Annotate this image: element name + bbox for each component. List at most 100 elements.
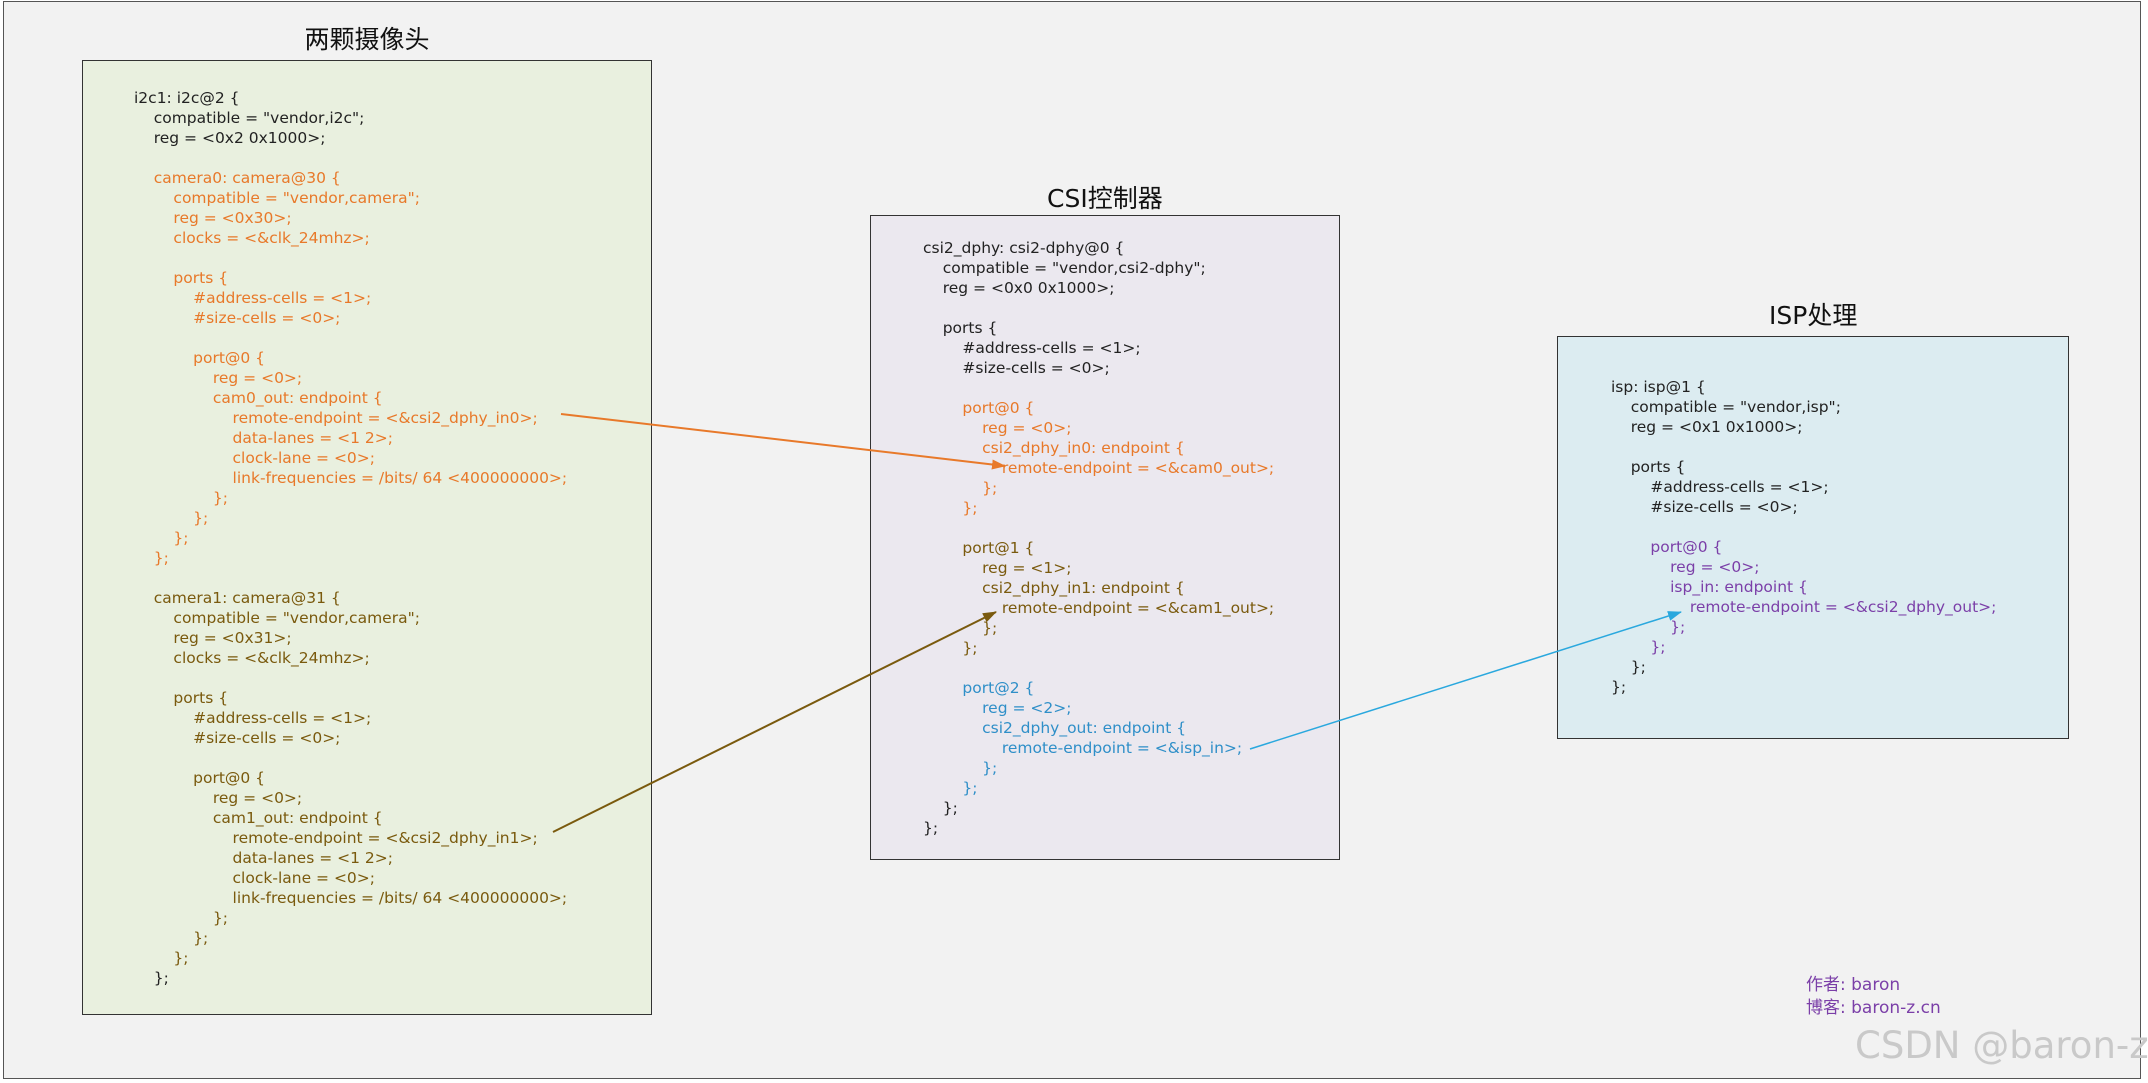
csi-code-line: port@1 { [923,539,1035,557]
isp-code-line [1611,437,1996,457]
csi-panel: csi2_dphy: csi2-dphy@0 { compatible = "v… [870,215,1340,860]
csi-code-line: }; [923,499,978,517]
csi-code-line: ports { [923,319,998,337]
csi-code-line: compatible = "vendor,csi2-dphy"; [923,259,1206,277]
camera-code-line: }; [134,929,209,947]
camera-code-line: reg = <0x30>; [134,209,292,227]
csi-code-line: csi2_dphy_in0: endpoint { [923,439,1185,457]
camera-code-line: remote-endpoint = <&csi2_dphy_in1>; [134,829,538,847]
csi-code-line: }; [923,819,939,837]
isp-code-line: reg = <0>; [1611,558,1760,576]
isp-panel-title: ISP处理 [1769,301,1858,330]
csi-code-line: port@0 { [923,399,1035,417]
camera-code-line: reg = <0x31>; [134,629,292,647]
camera-code-line: reg = <0x2 0x1000>; [134,129,326,147]
camera-code-line: #address-cells = <1>; [134,289,372,307]
camera-code-line: ports { [134,689,229,707]
csi-code-line [923,518,1274,538]
camera-code-line [134,248,567,268]
isp-code-line: }; [1611,618,1686,636]
isp-code-line: }; [1611,658,1646,676]
csi-code-line [923,378,1274,398]
csi-code-line [923,658,1274,678]
csi-code-line: }; [923,779,978,797]
camera-code-line [134,568,567,588]
camera-code-line: }; [134,909,228,927]
camera-code-line: }; [134,949,189,967]
csi-code-line: #address-cells = <1>; [923,339,1141,357]
camera-code-line: clocks = <&clk_24mhz>; [134,229,370,247]
csi-code-line: }; [923,639,978,657]
csi-code-line: }; [923,759,998,777]
camera-code-line: data-lanes = <1 2>; [134,849,393,867]
camera-code-line: }; [134,969,169,987]
csi-code-line: csi2_dphy: csi2-dphy@0 { [923,239,1125,257]
camera-code-line: camera1: camera@31 { [134,589,341,607]
csi-code-line: #size-cells = <0>; [923,359,1110,377]
csi-code-line: }; [923,799,958,817]
isp-code-line: compatible = "vendor,isp"; [1611,398,1841,416]
isp-code-line: }; [1611,678,1627,696]
camera-panel: i2c1: i2c@2 { compatible = "vendor,i2c";… [82,60,652,1015]
isp-code-line: port@0 { [1611,538,1723,556]
camera-code-line: link-frequencies = /bits/ 64 <400000000>… [134,469,568,487]
camera-code-line: }; [134,509,209,527]
camera-code-line: #size-cells = <0>; [134,729,341,747]
camera-code-line: }; [134,529,189,547]
camera-code-line: reg = <0>; [134,369,303,387]
isp-code-line [1611,517,1996,537]
csi-code-line: remote-endpoint = <&isp_in>; [923,739,1243,757]
camera-code-line: clock-lane = <0>; [134,449,376,467]
camera-code-line: port@0 { [134,349,266,367]
camera-code-block: i2c1: i2c@2 { compatible = "vendor,i2c";… [134,88,567,988]
csi-code-line: port@2 { [923,679,1035,697]
csi-code-line: csi2_dphy_out: endpoint { [923,719,1187,737]
camera-code-line: cam0_out: endpoint { [134,389,383,407]
camera-panel-title: 两颗摄像头 [304,25,430,54]
camera-code-line: compatible = "vendor,camera"; [134,609,420,627]
camera-code-line [134,148,567,168]
isp-code-line: isp_in: endpoint { [1611,578,1808,596]
csi-code-line: remote-endpoint = <&cam0_out>; [923,459,1275,477]
isp-code-line: #address-cells = <1>; [1611,478,1829,496]
camera-code-line: reg = <0>; [134,789,303,807]
isp-code-line: }; [1611,638,1666,656]
camera-code-line: port@0 { [134,769,266,787]
camera-code-line: }; [134,549,169,567]
camera-code-line: camera0: camera@30 { [134,169,341,187]
csi-code-line: csi2_dphy_in1: endpoint { [923,579,1185,597]
isp-code-line: isp: isp@1 { [1611,378,1706,396]
csi-code-line: reg = <2>; [923,699,1072,717]
camera-code-line [134,328,567,348]
isp-code-line: reg = <0x1 0x1000>; [1611,418,1803,436]
blog-line: 博客: baron-z.cn [1806,998,1941,1018]
csi-code-line: }; [923,479,998,497]
camera-code-line: compatible = "vendor,i2c"; [134,109,365,127]
isp-panel: isp: isp@1 { compatible = "vendor,isp"; … [1557,336,2069,739]
camera-code-line: clocks = <&clk_24mhz>; [134,649,370,667]
camera-code-line: #size-cells = <0>; [134,309,341,327]
camera-code-line: #address-cells = <1>; [134,709,372,727]
csi-panel-title: CSI控制器 [1047,184,1163,213]
camera-code-line: i2c1: i2c@2 { [134,89,240,107]
camera-code-line: }; [134,489,228,507]
camera-code-line: ports { [134,269,229,287]
csi-code-line: reg = <1>; [923,559,1072,577]
camera-code-line: cam1_out: endpoint { [134,809,383,827]
csdn-watermark: CSDN @baron-z [1855,1024,2148,1067]
camera-code-line: clock-lane = <0>; [134,869,376,887]
author-line: 作者: baron [1806,975,1901,995]
camera-code-line: link-frequencies = /bits/ 64 <400000000>… [134,889,568,907]
csi-code-block: csi2_dphy: csi2-dphy@0 { compatible = "v… [923,238,1274,838]
csi-code-line: }; [923,619,998,637]
camera-code-line [134,748,567,768]
csi-code-line: reg = <0x0 0x1000>; [923,279,1115,297]
isp-code-block: isp: isp@1 { compatible = "vendor,isp"; … [1611,377,1996,697]
camera-code-line: remote-endpoint = <&csi2_dphy_in0>; [134,409,538,427]
camera-code-line: compatible = "vendor,camera"; [134,189,420,207]
isp-code-line: remote-endpoint = <&csi2_dphy_out>; [1611,598,1997,616]
camera-code-line: data-lanes = <1 2>; [134,429,393,447]
csi-code-line: reg = <0>; [923,419,1072,437]
csi-code-line: remote-endpoint = <&cam1_out>; [923,599,1275,617]
isp-code-line: ports { [1611,458,1686,476]
